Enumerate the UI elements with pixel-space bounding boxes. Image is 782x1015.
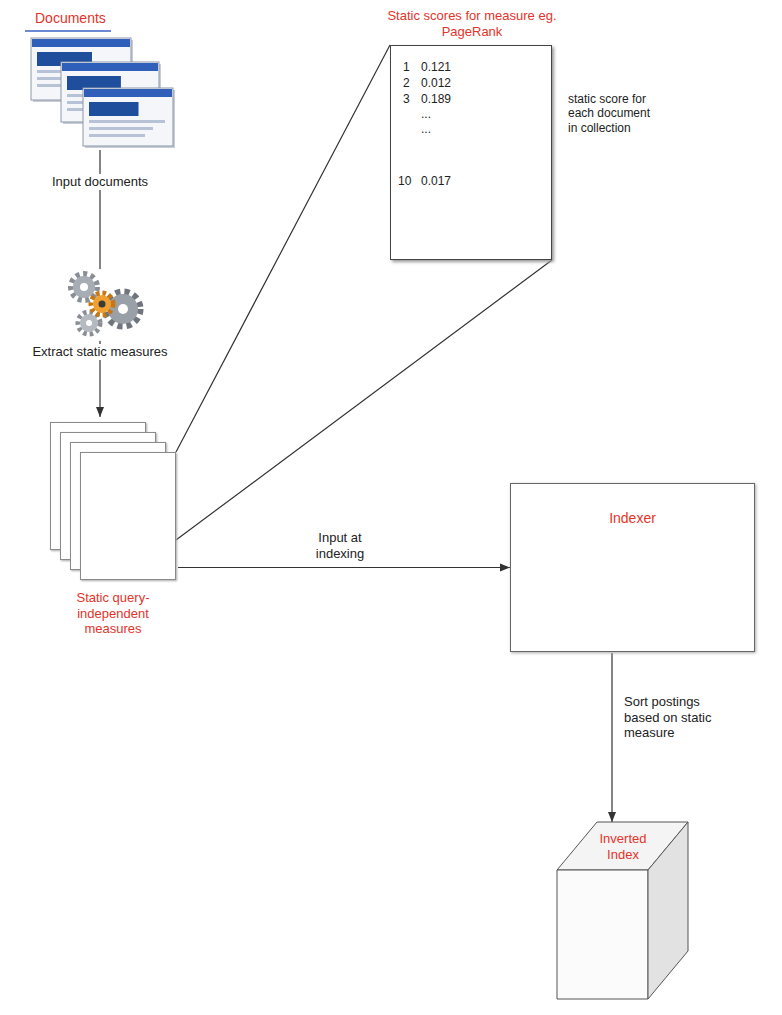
table-cell: ... [421,107,431,121]
table-cell: ... [421,122,431,136]
page-header-bar [32,39,130,47]
table-cell: 0.189 [421,92,451,106]
connector-line [176,45,552,540]
documents-picture [25,8,175,148]
node-label: Indexer [519,510,746,527]
table-cell: 3 [403,92,410,106]
table-cell: 1 [403,60,410,74]
page-header-bar [84,89,172,97]
node-label: Inverted Index [591,831,655,862]
page-header-bar [62,63,158,71]
edge-label: Sort postings based on static measure [622,694,738,741]
edge-label: Input documents [50,174,150,190]
connector-line [611,653,612,822]
inverted-index-cube: Inverted Index [555,820,691,1002]
page-line [89,134,145,137]
documents-illustration: Documents [25,8,175,148]
table-cell: 0.012 [421,76,451,90]
measures-stack: Static query-independent measures [48,418,178,653]
page-banner [89,102,139,116]
page-line [89,120,165,123]
table-cell: 0.121 [421,60,451,74]
cube-side [648,822,688,999]
node-heading: Static scores for measure eg. PageRank [384,8,560,39]
table-cell: 0.017 [421,174,451,188]
note-text: static score for each document in collec… [566,92,654,135]
screenshot-page [83,88,173,146]
indexer-box: Indexer [510,483,755,652]
node-title: Documents [35,10,106,27]
gear [91,293,113,315]
scores-table-box: 1 0.121 2 0.012 3 0.189...... 10 0.017 [390,45,552,260]
table-cell: 2 [403,76,410,90]
step-label: Extract static measures [30,344,169,360]
table-cell: 10 [398,174,411,188]
front-page [80,452,176,580]
title-rule [25,30,111,32]
cube-front [557,870,648,999]
connector-line [178,567,510,568]
static-scores-box: Static scores for measure eg. PageRank10… [390,8,554,263]
node-caption: Static query-independent measures [60,590,166,637]
edge-label: Input at indexing [302,530,378,561]
page-line [89,127,153,130]
